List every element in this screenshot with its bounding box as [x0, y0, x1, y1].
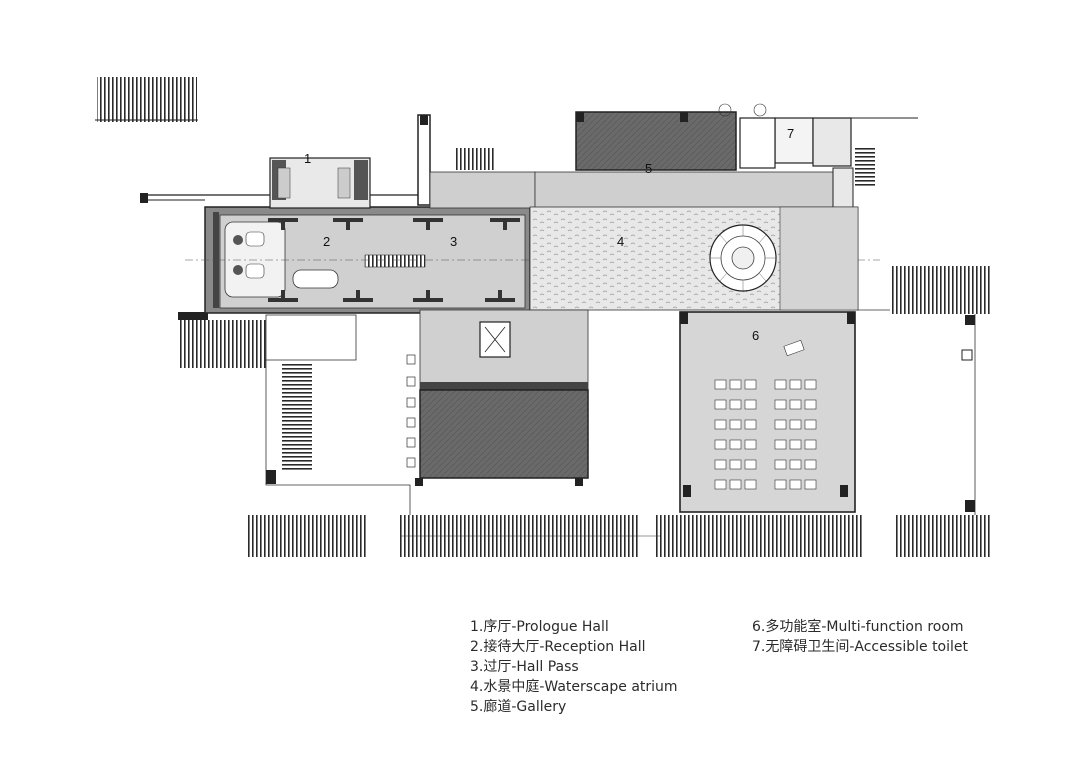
- prologue-hall: [269, 157, 371, 209]
- hatched-block-topleft: [97, 77, 197, 122]
- room-number-7: 7: [787, 126, 794, 141]
- legend-left: 1.序厅-Prologue Hall 2.接待大厅-Reception Hall…: [470, 617, 678, 717]
- room-number-1: 1: [304, 151, 311, 166]
- multi-function-room: [679, 311, 856, 513]
- hall-stair: [364, 254, 426, 268]
- legend-item-4: 4.水景中庭-Waterscape atrium: [470, 679, 678, 695]
- legend-item-6: 6.多功能室-Multi-function room: [752, 619, 964, 635]
- reception-desk: [292, 269, 339, 289]
- bottom-strip-3: [655, 515, 862, 557]
- room-number-3: 3: [450, 234, 457, 249]
- room-number-4: 4: [617, 234, 624, 249]
- seat-grid: [714, 379, 817, 490]
- bottom-strip-4: [895, 515, 990, 557]
- legend-item-7: 7.无障碍卫生间-Accessible toilet: [752, 639, 969, 655]
- gallery-corridor: [534, 171, 836, 209]
- legend-right: 6.多功能室-Multi-function room 7.无障碍卫生间-Acce…: [752, 617, 968, 657]
- legend-item-5: 5.廊道-Gallery: [470, 699, 567, 715]
- gallery-dark-room: [575, 111, 737, 171]
- stair-left: [282, 362, 312, 470]
- room-number-5: 5: [645, 161, 652, 176]
- room-number-6: 6: [752, 328, 759, 343]
- room-number-2: 2: [323, 234, 330, 249]
- legend-item-2: 2.接待大厅-Reception Hall: [470, 639, 646, 655]
- spiral-stair: [709, 224, 777, 292]
- hatched-block-right: [890, 266, 990, 314]
- hatched-block-left: [178, 320, 266, 368]
- corridor-left: [429, 171, 536, 209]
- legend-item-3: 3.过厅-Hall Pass: [470, 659, 579, 675]
- legend-item-1: 1.序厅-Prologue Hall: [470, 619, 609, 635]
- dark-courtyard: [419, 389, 589, 479]
- toilet-room: [774, 117, 814, 164]
- floor-plan: 1 2 3 4 5 6 7: [95, 77, 990, 557]
- bottom-strip-1: [248, 515, 368, 557]
